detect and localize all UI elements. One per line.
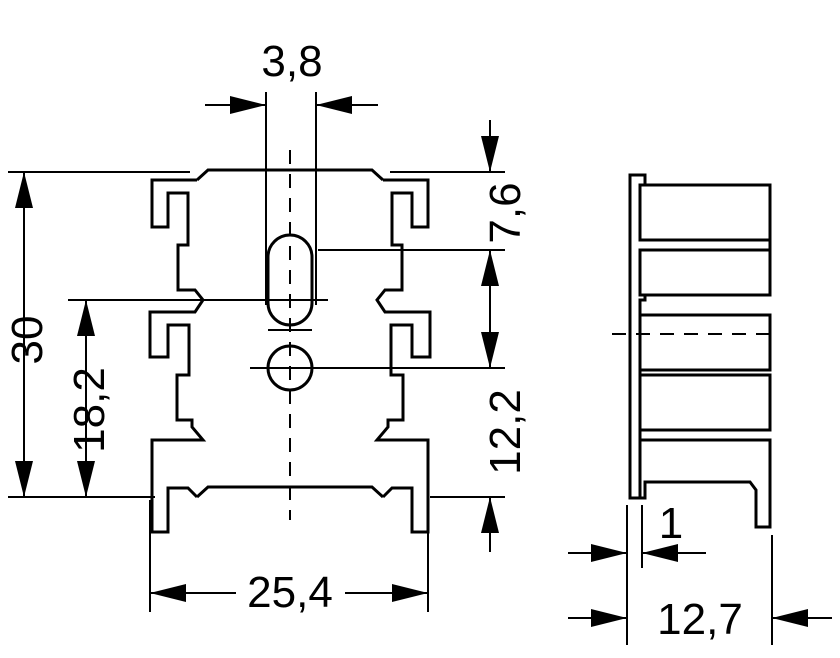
dim-label-hole-height: 18,2 [65, 367, 114, 453]
front-view-left-profile [148, 178, 207, 534]
side-view-fin-2 [638, 248, 772, 297]
side-view-fin-4 [638, 373, 772, 432]
front-view-right-profile [373, 178, 432, 534]
dim-label-slot-width: 3,8 [261, 37, 322, 86]
dim-label-pin-spacing: 25,4 [247, 568, 333, 617]
front-view [148, 150, 432, 534]
side-view-fin-3 [638, 313, 772, 372]
side-view [612, 173, 780, 529]
front-view-top-edge [195, 168, 385, 182]
dim-label-depth: 12,7 [657, 595, 743, 644]
side-view-lower-fin [630, 438, 772, 529]
dim-label-base-thickness: 1 [659, 499, 683, 548]
dim-label-hole-spacing: 12,2 [481, 389, 530, 475]
side-view-fin-1 [638, 183, 772, 242]
dimension-lines [8, 92, 832, 645]
side-view-base-plate [628, 173, 772, 500]
dim-label-total-height: 30 [3, 316, 52, 365]
dim-label-slot-offset: 7,6 [481, 182, 530, 243]
